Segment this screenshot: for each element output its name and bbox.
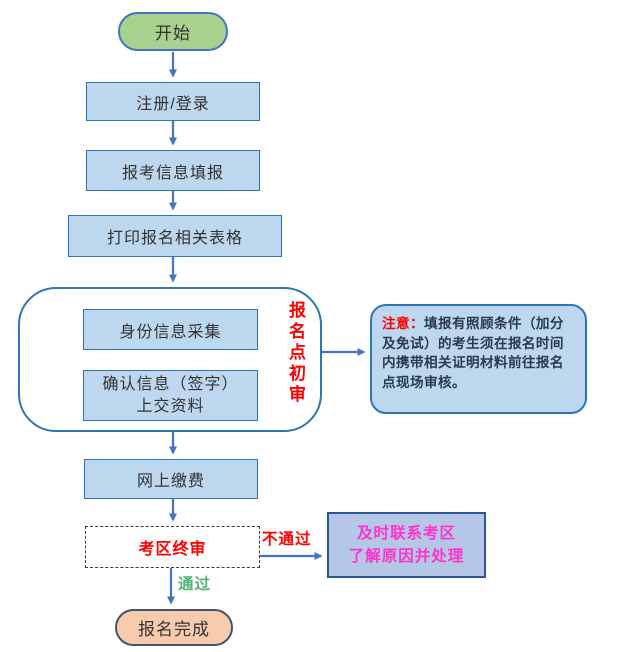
confirm-info-line1: 确认信息（签字） (102, 375, 239, 393)
initial-review-label: 报名点初审 (286, 301, 305, 406)
register-login-node: 注册/登录 (86, 82, 260, 121)
contact-examarea-node: 及时联系考区 了解原因并处理 (327, 512, 486, 578)
confirm-info-node: 确认信息（签字） 上交资料 (83, 370, 258, 421)
complete-node: 报名完成 (115, 609, 233, 646)
identity-collection-node: 身份信息采集 (83, 309, 258, 350)
contact-examarea-line1: 及时联系考区 (356, 525, 456, 542)
note-callout: 注意：填报有照顾条件（加分及免试）的考生须在报名时间内携带相关证明材料前往报名点… (370, 304, 587, 414)
final-review-node: 考区终审 (85, 526, 260, 568)
online-payment-node: 网上缴费 (84, 459, 258, 499)
print-forms-node: 打印报名相关表格 (68, 215, 282, 257)
note-body: 填报有照顾条件（加分及免试）的考生须在报名时间内携带相关证明材料前往报名点现场审… (382, 316, 564, 390)
note-prefix: 注意： (382, 316, 424, 331)
contact-examarea-line2: 了解原因并处理 (348, 548, 465, 565)
fill-application-info-node: 报考信息填报 (86, 150, 260, 191)
confirm-info-line2: 上交资料 (136, 397, 205, 415)
start-node: 开始 (118, 12, 228, 51)
pass-branch-label: 通过 (178, 576, 212, 593)
fail-branch-label: 不通过 (262, 531, 312, 548)
